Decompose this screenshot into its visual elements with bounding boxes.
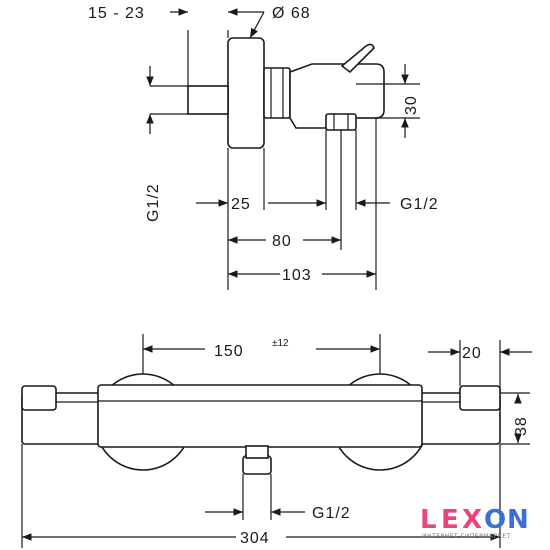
- mixer-center-body: [97, 384, 423, 448]
- logo-letter-n: N: [507, 505, 529, 535]
- handle-lever: [340, 43, 375, 74]
- dim-thread-left-label: G1/2: [145, 183, 162, 222]
- logo-subtitle: ИНТЕРНЕТ-ГИПЕРМАРКЕТ: [422, 533, 511, 540]
- dim-80-label: 80: [272, 233, 292, 250]
- dim-304-label: 304: [240, 530, 270, 547]
- logo-letter-l: L: [420, 505, 437, 535]
- dim-25-label: 25: [231, 196, 251, 213]
- front-view: 150 ±12 20 38 G1/2 304: [21, 334, 532, 548]
- dim-diameter-label: Ø 68: [272, 5, 311, 22]
- right-knob: [459, 385, 501, 411]
- side-view: 15 - 23 Ø 68 G1/2 30 25 G1/2 80 103: [88, 5, 439, 290]
- inlet-stub: [187, 85, 229, 115]
- wall-flange: [227, 37, 265, 149]
- outlet-neck: [245, 445, 269, 459]
- connector-nut: [263, 67, 291, 119]
- left-knob: [21, 385, 57, 411]
- dim-38-label: 38: [513, 416, 530, 436]
- dim-thread-right-label: G1/2: [400, 196, 439, 213]
- dim-150-tolerance: ±12: [272, 338, 289, 349]
- dim-inlet-offset-label: 15 - 23: [88, 5, 145, 22]
- outlet-nut: [325, 113, 357, 131]
- dim-thread-bottom-label: G1/2: [312, 505, 351, 522]
- logo-letter-o: O: [484, 505, 506, 535]
- logo-letter-x: X: [462, 505, 482, 535]
- dim-20-label: 20: [462, 345, 482, 362]
- lexon-logo: L E X O N ИНТЕРНЕТ-ГИПЕРМАРКЕТ: [420, 505, 529, 540]
- dim-103-label: 103: [282, 267, 312, 284]
- dim-150-label: 150: [214, 343, 244, 360]
- logo-letter-e: E: [441, 505, 459, 535]
- dim-height-30-label: 30: [403, 95, 420, 115]
